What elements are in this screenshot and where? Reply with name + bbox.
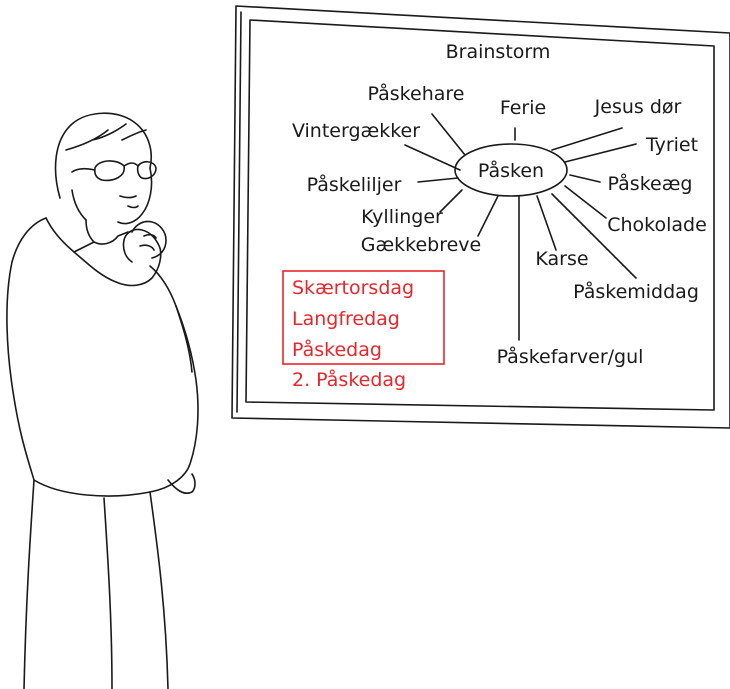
person-raised-arm xyxy=(73,228,162,287)
word-chokolade: Chokolade xyxy=(607,214,707,236)
word-tyriet: Tyriet xyxy=(645,134,698,156)
holiday-item-paaskedag: Påskedag xyxy=(292,338,382,361)
thinking-person xyxy=(6,112,199,689)
holiday-item-skaertorsdag: Skærtorsdag xyxy=(292,277,414,299)
word-gaekkebreve: Gækkebreve xyxy=(361,234,481,256)
holiday-list: Skærtorsdag Langfredag Påskedag 2. Påske… xyxy=(282,270,445,391)
whiteboard xyxy=(231,5,730,429)
word-kyllinger: Kyllinger xyxy=(361,206,443,228)
word-vintergaekker: Vintergækker xyxy=(292,120,420,142)
spoke-jesus-doer xyxy=(551,127,623,151)
word-paaskeaeg: Påskeæg xyxy=(608,172,693,195)
spoke-paaskeliljer xyxy=(417,177,459,183)
person-face xyxy=(71,167,153,225)
mind-map-spokes xyxy=(404,113,637,341)
word-jesus-doer: Jesus dør xyxy=(594,96,682,118)
holiday-highlight-box xyxy=(282,270,445,365)
word-paaskefarver: Påskefarver/gul xyxy=(497,345,644,368)
spoke-paaskehare xyxy=(431,113,466,156)
board-labels: Brainstorm Påsken Påskehare Ferie Jesus … xyxy=(292,41,707,368)
spoke-gaekkebreve xyxy=(477,195,499,237)
spoke-paaskeaeg xyxy=(569,174,601,183)
board-title: Brainstorm xyxy=(446,41,551,63)
word-paaskemiddag: Påskemiddag xyxy=(573,280,699,303)
person-shirt xyxy=(6,217,199,497)
person-hand xyxy=(131,220,167,259)
person-trousers xyxy=(23,479,169,689)
person-mouth xyxy=(119,195,139,209)
center-node-ellipse xyxy=(454,143,568,197)
word-ferie: Ferie xyxy=(500,97,546,119)
person-neck-collar xyxy=(45,217,129,253)
word-karse: Karse xyxy=(535,248,588,270)
person-lower-arm xyxy=(167,305,196,495)
spoke-chokolade xyxy=(564,185,607,219)
word-paaskeliljer: Påskeliljer xyxy=(307,173,402,196)
center-node-label: Påsken xyxy=(478,159,544,182)
spoke-kyllinger xyxy=(439,189,463,213)
spoke-karse xyxy=(536,195,557,251)
spoke-tyriet xyxy=(564,143,637,163)
holiday-item-anden-paaskedag: 2. Påskedag xyxy=(292,368,406,391)
holiday-item-langfredag: Langfredag xyxy=(292,308,400,330)
whiteboard-outer-frame xyxy=(231,5,730,429)
spoke-vintergaekker xyxy=(404,144,461,171)
spoke-paaskemiddag xyxy=(551,193,637,279)
whiteboard-frame-edge-left xyxy=(236,11,242,413)
person-hair xyxy=(54,112,152,199)
whiteboard-inner-frame xyxy=(245,19,715,411)
word-paaskehare: Påskehare xyxy=(368,82,465,105)
person-glasses xyxy=(71,160,157,182)
